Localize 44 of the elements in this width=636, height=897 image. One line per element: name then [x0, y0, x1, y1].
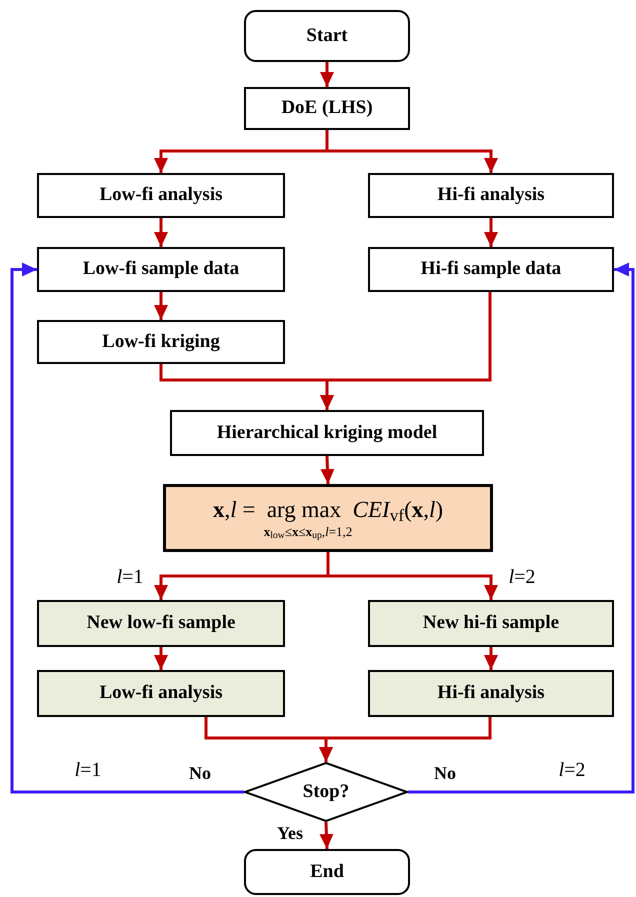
arrow: [10, 262, 244, 794]
arrow: [320, 456, 334, 484]
arrow: [154, 218, 168, 247]
process-box: [37, 670, 285, 717]
formula-box: [163, 484, 493, 552]
node-label: Hi-fi analysis: [437, 681, 545, 706]
process-box: [244, 87, 410, 130]
arrow: [319, 822, 334, 850]
arrow: [320, 62, 334, 87]
process-box: [37, 600, 285, 647]
arrow: [408, 262, 634, 794]
process-box: [37, 320, 285, 364]
node-label: End: [310, 860, 344, 884]
arrow: [154, 292, 168, 320]
node-label: Start: [306, 24, 348, 48]
terminal-box: [244, 10, 410, 62]
node-label: Low-fi sample data: [82, 257, 240, 282]
arrow: [484, 647, 498, 670]
node-label: DoE (LHS): [281, 96, 373, 120]
node-label: New low-fi sample: [86, 611, 236, 636]
branch-label: l=2: [558, 758, 586, 783]
process-box: [368, 247, 614, 292]
process-box: [368, 670, 614, 717]
node-label: Low-fi analysis: [100, 183, 222, 208]
node-label: Stop?: [302, 780, 350, 804]
node-label: New hi-fi sample: [422, 611, 560, 636]
process-box: [368, 173, 614, 218]
process-box: [37, 173, 285, 218]
node-label: Low-fi kriging: [102, 330, 220, 354]
branch-label: l=1: [74, 758, 102, 783]
formula-subscript: x$_{low}$≤x≤x$_{up}$,l=1,2: [264, 524, 352, 540]
node-label: Low-fi analysis: [100, 681, 222, 706]
node-label: Hi-fi analysis: [437, 183, 545, 208]
process-box: [368, 600, 614, 647]
process-box: [170, 410, 484, 456]
terminal-box: [244, 849, 410, 895]
formula-text: x,l = arg max CEI$_{vf}$(x,l): [212, 496, 444, 524]
process-box: [37, 247, 285, 292]
arrow: [319, 717, 492, 762]
arrow: [320, 292, 492, 410]
arrow: [154, 647, 168, 670]
node-label: Hierarchical kriging model: [216, 420, 438, 445]
arrow: [484, 218, 498, 247]
node-label: Hi-fi sample data: [420, 257, 562, 282]
